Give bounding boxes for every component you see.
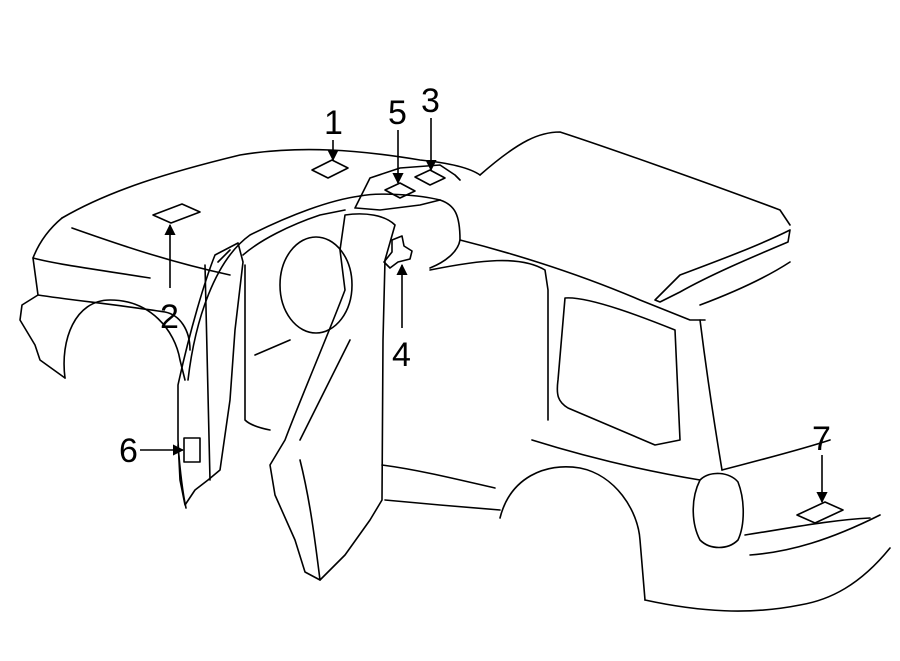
roof-rear-edge [699,261,791,306]
callout-2: 2 [160,298,179,336]
headrest [279,236,353,334]
label-5-shape [384,182,416,199]
hood-crease [71,227,231,276]
callout-7: 7 [812,420,831,458]
seat-back [244,264,271,431]
a-pillar [187,195,361,381]
rear-door-open [269,213,396,581]
fender-line [37,294,191,351]
rear-side-window [556,297,681,446]
interior-line [254,339,291,356]
label-2-shape [152,203,201,224]
callout-6: 6 [119,432,138,470]
rocker-line [384,499,501,511]
label-shapes [152,159,844,524]
label-7-shape [796,501,844,524]
front-door-open [177,242,244,506]
label-4-shape [383,235,413,269]
quarter-panel-outer [699,319,723,471]
bumper-curve [32,257,151,279]
body-side-crease [531,439,701,481]
rear-quarter-bottom [644,547,891,612]
seat-window-frame [242,209,346,256]
tail-light [692,472,745,549]
front-door-inner [204,249,231,481]
rear-door-inner [299,339,351,581]
hood-front-edge [19,217,66,379]
rear-gate-line [721,439,831,471]
front-wheel-arch [63,299,186,381]
callout-5: 5 [388,94,407,132]
roof-rack [654,229,791,303]
console-outline [354,164,461,209]
callout-labels: 1 2 3 4 5 6 7 [119,82,831,470]
callout-4: 4 [392,336,411,374]
roof-front [479,131,791,226]
label-6-shape [183,437,201,463]
console-inner [355,199,441,211]
belt-line [429,259,549,421]
hood-outline [61,148,481,219]
lower-body-line [381,464,496,489]
callout-leaders [140,118,828,504]
label-1-shape [311,159,349,179]
c-pillar [459,239,706,321]
rear-bumper [744,514,881,556]
vehicle-body [19,131,891,612]
callout-3: 3 [421,82,440,120]
rear-wheel-arch [499,466,646,601]
label-3-shape [414,169,446,186]
callout-1: 1 [324,104,343,142]
